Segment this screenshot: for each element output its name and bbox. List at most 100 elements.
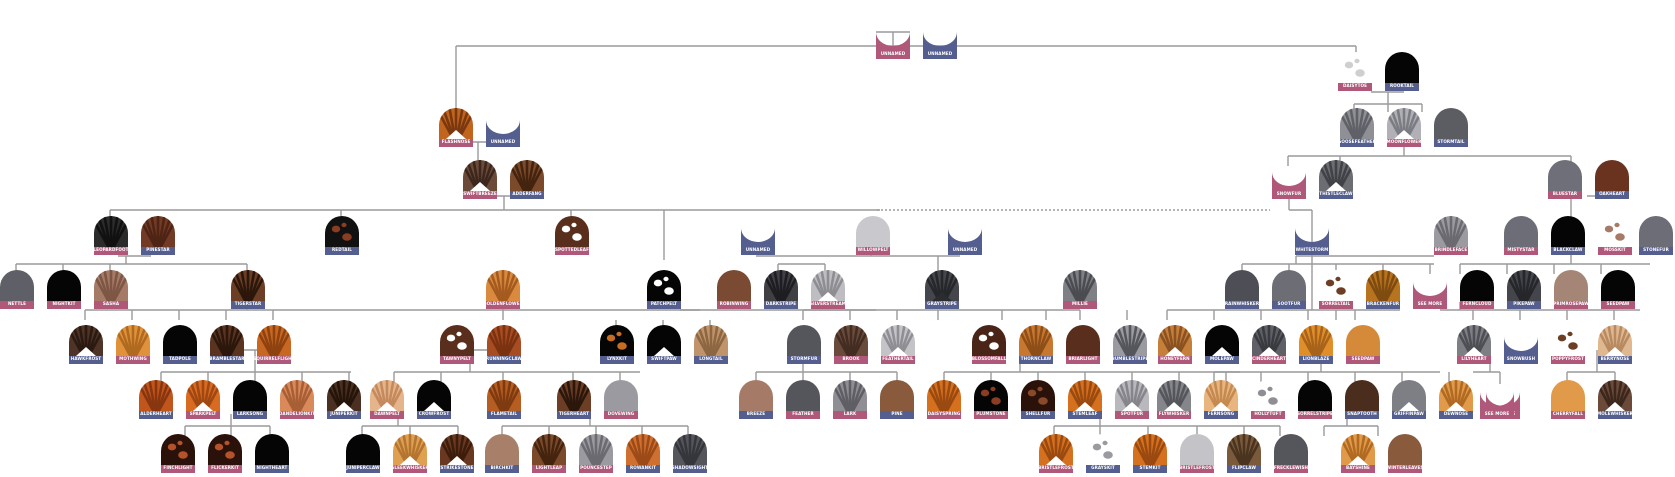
cat-node[interactable]: POPPYFROST bbox=[1551, 325, 1585, 365]
cat-node[interactable]: SPOTTEDLEAF bbox=[555, 216, 589, 256]
cat-node[interactable]: GOOSEFEATHER bbox=[1338, 108, 1376, 148]
cat-node[interactable]: THISTLECLAW bbox=[1319, 160, 1353, 200]
cat-node[interactable]: FLIPCLAW bbox=[1227, 434, 1261, 474]
cat-node[interactable]: WILLOWPELT bbox=[856, 216, 890, 256]
cat-node[interactable]: ROWANKIT bbox=[626, 434, 660, 474]
cat-node[interactable]: FLASHNOSE bbox=[439, 108, 473, 148]
cat-node[interactable]: RAINWHISKER bbox=[1225, 270, 1259, 310]
cat-node[interactable]: BRAMBLESTAR bbox=[209, 325, 244, 365]
cat-node[interactable]: GRAYSKIT bbox=[1086, 434, 1120, 474]
cat-node[interactable]: SHADOWSIGHT bbox=[672, 434, 708, 474]
cat-node[interactable]: LIONBLAZE bbox=[1299, 325, 1333, 365]
cat-node[interactable]: GOLDENFLOWER bbox=[483, 270, 523, 310]
cat-node[interactable]: PIKEPAW bbox=[1507, 270, 1541, 310]
cat-node[interactable]: REDTAIL bbox=[325, 216, 359, 256]
cat-node[interactable]: FINCHLIGHT bbox=[161, 434, 195, 474]
cat-node[interactable]: PATCHPELT bbox=[647, 270, 681, 310]
cat-node[interactable]: POUNCESTEP bbox=[579, 434, 613, 474]
cat-node[interactable]: STORMFUR bbox=[787, 325, 821, 365]
cat-node[interactable]: WINTERLEAVES bbox=[1387, 434, 1423, 474]
cat-node[interactable]: BRISTLEFROST bbox=[1038, 434, 1074, 474]
cat-node[interactable]: JUNIPERCLAW bbox=[346, 434, 380, 474]
cat-node[interactable]: STORMTAIL bbox=[1434, 108, 1468, 148]
cat-node[interactable]: UNNAMED bbox=[876, 20, 910, 60]
cat-node[interactable]: BIRCHKIT bbox=[485, 434, 519, 474]
cat-node[interactable]: LONGTAIL bbox=[694, 325, 728, 365]
cat-node[interactable]: HAWKFROST bbox=[69, 325, 103, 365]
cat-node[interactable]: PRIMROSEPAW bbox=[1553, 270, 1589, 310]
cat-node[interactable]: ROOKTAIL bbox=[1385, 52, 1419, 92]
cat-node[interactable]: SNAPTOOTH bbox=[1345, 380, 1379, 420]
cat-node[interactable]: ROBINWING bbox=[717, 270, 751, 310]
cat-node[interactable]: LARK bbox=[833, 380, 867, 420]
cat-node[interactable]: SORRELSTRIPE bbox=[1297, 380, 1333, 420]
cat-node[interactable]: DAISYSPRING bbox=[927, 380, 961, 420]
cat-node[interactable]: MILLIE bbox=[1063, 270, 1097, 310]
cat-node[interactable]: FRECKLEWISH bbox=[1274, 434, 1308, 474]
cat-node[interactable]: BREEZE bbox=[739, 380, 773, 420]
cat-node[interactable]: DANDELIONKIT bbox=[279, 380, 315, 420]
cat-node[interactable]: SWIFTBREEZE bbox=[463, 160, 497, 200]
cat-node[interactable]: CINDERHEART bbox=[1252, 325, 1286, 365]
cat-node[interactable]: WHITESTORM bbox=[1295, 216, 1329, 256]
cat-node[interactable]: NETTLE bbox=[0, 270, 34, 310]
cat-node[interactable]: BRIARLIGHT bbox=[1066, 325, 1100, 365]
cat-node[interactable]: LEOPARDFOOT bbox=[93, 216, 128, 256]
cat-node[interactable]: NIGHTKIT bbox=[47, 270, 81, 310]
cat-node[interactable]: SPARKPELT bbox=[186, 380, 220, 420]
cat-node[interactable]: SNOWBUSH bbox=[1504, 325, 1538, 365]
cat-node[interactable]: FLICKERKIT bbox=[208, 434, 242, 474]
cat-node[interactable]: LILYHEART bbox=[1457, 325, 1491, 365]
cat-node[interactable]: HONEYFERN bbox=[1158, 325, 1192, 365]
cat-node[interactable]: DEWNOSE bbox=[1439, 380, 1473, 420]
cat-node[interactable]: GRAYSTRIPE bbox=[925, 270, 959, 310]
cat-node[interactable]: LIGHTLEAP bbox=[532, 434, 566, 474]
cat-node[interactable]: UNNAMED bbox=[741, 216, 775, 256]
cat-node[interactable]: SASHA bbox=[94, 270, 128, 310]
cat-node[interactable]: SILVERSTREAM bbox=[810, 270, 846, 310]
cat-node[interactable]: SQUIRRELFLIGHT bbox=[253, 325, 295, 365]
cat-node[interactable]: MISTYSTAR bbox=[1504, 216, 1538, 256]
cat-node[interactable]: CROWFROST bbox=[417, 380, 451, 420]
cat-node[interactable]: LARKSONG bbox=[233, 380, 267, 420]
cat-node[interactable]: BRACKENFUR bbox=[1366, 270, 1400, 310]
cat-node[interactable]: CHERRYFALL bbox=[1551, 380, 1585, 420]
cat-node[interactable]: TIGERSTAR bbox=[231, 270, 265, 310]
cat-node[interactable]: OAKHEART bbox=[1595, 160, 1629, 200]
cat-node[interactable]: BLOSSOMFALL bbox=[972, 325, 1006, 365]
cat-node[interactable]: SWIFTPAW bbox=[647, 325, 681, 365]
cat-node[interactable]: FEATHERTAIL bbox=[881, 325, 915, 365]
cat-node[interactable]: MOONFLOWER bbox=[1387, 108, 1421, 148]
cat-node[interactable]: PINE bbox=[880, 380, 914, 420]
cat-node[interactable]: UNNAMED bbox=[948, 216, 982, 256]
cat-node[interactable]: UNNAMED bbox=[923, 20, 957, 60]
cat-node[interactable]: LYNXKIT bbox=[600, 325, 634, 365]
cat-node[interactable]: FLYWHISKER bbox=[1157, 380, 1191, 420]
cat-node[interactable]: SEEDPAW bbox=[1346, 325, 1380, 365]
cat-node[interactable]: DARKSTRIPE bbox=[764, 270, 798, 310]
cat-node[interactable]: JUNIPERKIT bbox=[327, 380, 361, 420]
cat-node[interactable]: PINESTAR bbox=[141, 216, 175, 256]
cat-node[interactable]: BROOK bbox=[834, 325, 868, 365]
cat-node[interactable]: STEMKIT bbox=[1133, 434, 1167, 474]
cat-node[interactable]: SPOTFUR bbox=[1115, 380, 1149, 420]
cat-node[interactable]: HOLLYTUFT bbox=[1251, 380, 1285, 420]
cat-node[interactable]: RUNNINGCLAW bbox=[486, 325, 522, 365]
cat-node[interactable]: THORNCLAW bbox=[1019, 325, 1053, 365]
cat-node[interactable]: SEEDPAW bbox=[1601, 270, 1635, 310]
cat-node[interactable]: BRINDLEFACE bbox=[1434, 216, 1468, 256]
cat-node[interactable]: SOOTFUR bbox=[1272, 270, 1306, 310]
cat-node[interactable]: ALDERHEART bbox=[139, 380, 173, 420]
cat-node[interactable]: BLACKCLAW bbox=[1551, 216, 1585, 256]
cat-node[interactable]: SNOWFUR bbox=[1272, 160, 1306, 200]
cat-node[interactable]: TIGERHEART bbox=[557, 380, 591, 420]
cat-node[interactable]: DOVEWING bbox=[604, 380, 638, 420]
cat-node[interactable]: BRISTLEFROST bbox=[1179, 434, 1215, 474]
cat-node[interactable]: FERNCLOUD bbox=[1460, 270, 1494, 310]
cat-node[interactable]: SHELLFUR bbox=[1021, 380, 1055, 420]
cat-node[interactable]: SEE MORE bbox=[1480, 380, 1514, 420]
cat-node[interactable]: STONEFUR bbox=[1639, 216, 1673, 256]
cat-node[interactable]: ADDERFANG bbox=[510, 160, 544, 200]
cat-node[interactable]: SEE MORE bbox=[1413, 270, 1447, 310]
cat-node[interactable]: FEATHER bbox=[786, 380, 820, 420]
